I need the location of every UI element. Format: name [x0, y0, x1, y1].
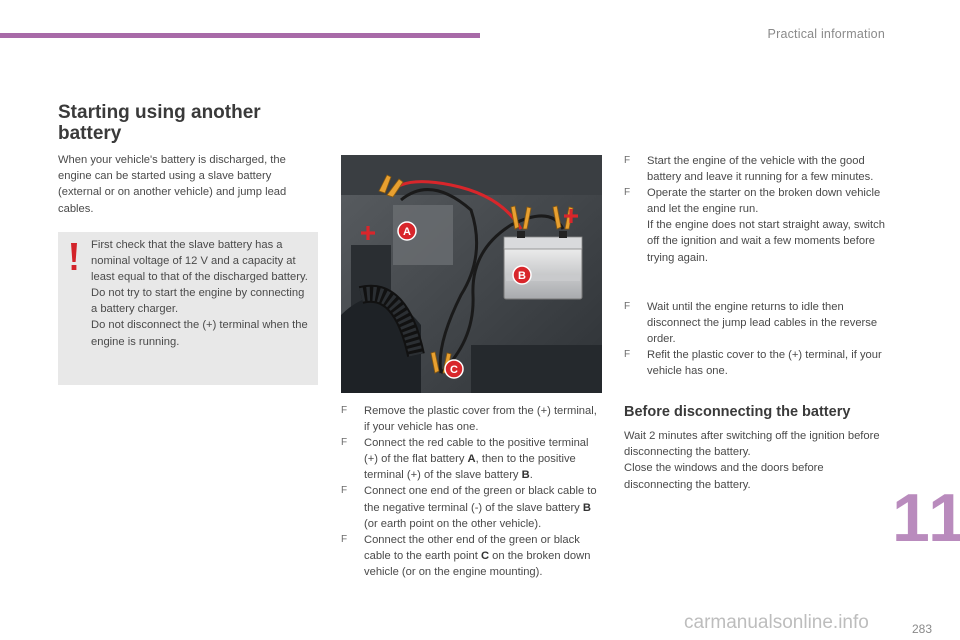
- connect-steps-list: F Remove the plastic cover from the (+) …: [341, 403, 603, 580]
- intro-paragraph: When your vehicle's battery is discharge…: [58, 154, 287, 215]
- list-item: F Start the engine of the vehicle with t…: [624, 155, 874, 184]
- section-subtitle: Before disconnecting the battery: [624, 404, 851, 420]
- start-steps-list: F Start the engine of the vehicle with t…: [624, 153, 886, 266]
- section-header: Practical information: [767, 27, 885, 41]
- page-title: Starting using another battery: [58, 102, 261, 144]
- checkbox-bullet-icon: F: [341, 533, 348, 545]
- chapter-number: 11: [892, 480, 960, 556]
- list-item: F Operate the starter on the broken down…: [624, 187, 885, 264]
- checkbox-bullet-icon: F: [624, 187, 631, 199]
- checkbox-bullet-icon: F: [341, 437, 348, 449]
- warning-text: First check that the slave battery has a…: [91, 237, 313, 350]
- warning-line: Do not disconnect the (+) terminal when …: [91, 319, 308, 348]
- warning-box: First check that the slave battery has a…: [58, 232, 318, 385]
- list-item: F Connect the red cable to the positive …: [341, 437, 589, 482]
- disconnect-steps-list: F Wait until the engine returns to idle …: [624, 299, 886, 379]
- checkbox-bullet-icon: F: [341, 485, 348, 497]
- checkbox-bullet-icon: F: [624, 349, 631, 361]
- list-item: F Connect one end of the green or black …: [341, 485, 597, 530]
- list-item: F Remove the plastic cover from the (+) …: [341, 405, 597, 434]
- paragraph-line: Wait 2 minutes after switching off the i…: [624, 430, 880, 459]
- warning-line: Do not try to start the engine by connec…: [91, 287, 305, 316]
- checkbox-bullet-icon: F: [624, 155, 631, 166]
- paragraph-line: Close the windows and the doors before d…: [624, 462, 824, 491]
- top-accent-bar: [0, 33, 480, 38]
- label-a-badge: [397, 221, 417, 241]
- list-item: F Refit the plastic cover to the (+) ter…: [624, 349, 882, 378]
- warning-line: First check that the slave battery has a…: [91, 239, 308, 284]
- label-a: A: [403, 226, 411, 238]
- checkbox-bullet-icon: F: [624, 301, 631, 312]
- list-item: F Connect the other end of the green or …: [341, 533, 591, 578]
- battery-photo: A B C: [341, 155, 602, 393]
- watermark: carmanualsonline.info: [684, 612, 869, 633]
- exclamation-icon: [71, 243, 77, 270]
- disconnect-paragraph: Wait 2 minutes after switching off the i…: [624, 428, 886, 493]
- label-b: B: [518, 270, 526, 282]
- label-c: C: [450, 364, 458, 376]
- list-item: F Wait until the engine returns to idle …: [624, 301, 878, 346]
- label-c-badge: [444, 359, 464, 379]
- checkbox-bullet-icon: F: [341, 405, 348, 416]
- label-b-badge: [512, 265, 532, 285]
- clamp-a: [378, 174, 404, 198]
- page-number: 283: [912, 622, 933, 636]
- plus-icons: [361, 209, 578, 240]
- jump-start-illustration: A B C: [341, 155, 602, 393]
